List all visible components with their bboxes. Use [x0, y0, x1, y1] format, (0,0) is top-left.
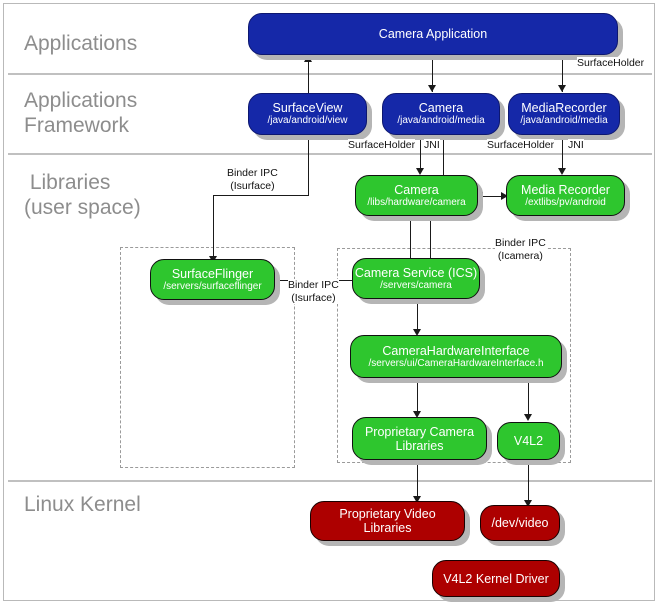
node-proprietary-camera-libraries[interactable]: Proprietary Camera Libraries [352, 417, 487, 460]
divider-applications [8, 73, 652, 75]
node-v4l2-title: V4L2 [513, 434, 544, 448]
node-surfaceview-subtitle: /java/android/view [267, 115, 348, 126]
edge-label-surfaceholder-camera: SurfaceHolder [348, 139, 416, 152]
arrowhead-down-camera-hardware-interface [413, 329, 421, 336]
node-media-recorder-lib-subtitle: /extlibs/pv/android [525, 196, 606, 208]
edge-label-surfaceholder-app-mediarecorder: SurfaceHolder [577, 57, 645, 70]
edge-camera-application-to-camera-framework [432, 56, 433, 92]
arrowhead-right-media-recorder-lib [501, 192, 508, 200]
edge-camera-lib-media-recorder-lib [480, 196, 506, 197]
node-camera-framework-title: Camera [418, 101, 464, 115]
node-camera-hardware-interface[interactable]: CameraHardwareInterface /servers/ui/Came… [350, 335, 562, 378]
node-mediarecorder-subtitle: /java/android/media [520, 115, 608, 126]
edge-camera-framework-to-camera-lib [420, 135, 421, 169]
node-proprietary-video-libraries[interactable]: Proprietary Video Libraries [310, 501, 465, 541]
node-camera-application[interactable]: Camera Application [248, 13, 618, 55]
arrowhead-down-camera-framework [428, 85, 436, 92]
diagram-frame [3, 3, 655, 601]
node-camera-lib[interactable]: Camera /libs/hardware/camera [355, 175, 478, 216]
edge-label-jni-camera: JNI [424, 139, 440, 152]
node-camera-application-title: Camera Application [378, 27, 488, 41]
node-camera-service-subtitle: /servers/camera [380, 279, 452, 291]
node-mediarecorder[interactable]: MediaRecorder /java/android/media [508, 93, 620, 135]
layer-label-applications: Applications [24, 32, 138, 55]
node-dev-video-title: /dev/video [491, 516, 549, 530]
edge-label-jni-mediarecorder: JNI [568, 139, 584, 152]
edge-v4l2-to-dev-video [528, 460, 529, 505]
arrowhead-down-mediarecorder [558, 85, 566, 92]
node-surfaceview[interactable]: SurfaceView /java/android/view [248, 93, 367, 135]
arrowhead-down-proprietary-camera-libraries [413, 411, 421, 418]
node-surfaceflinger-title: SurfaceFlinger [171, 266, 254, 281]
node-camera-hardware-interface-subtitle: /servers/ui/CameraHardwareInterface.h [368, 357, 544, 369]
edge-camera-application-to-mediarecorder [562, 56, 563, 92]
node-camera-framework-subtitle: /java/android/media [397, 115, 485, 126]
node-proprietary-camera-libraries-title: Proprietary Camera Libraries [364, 424, 475, 453]
node-camera-service[interactable]: Camera Service (ICS) /servers/camera [352, 258, 480, 299]
edge-mediarecorder-to-media-recorder-lib [562, 135, 563, 169]
node-dev-video[interactable]: /dev/video [480, 505, 560, 541]
node-camera-service-title: Camera Service (ICS) [354, 265, 478, 280]
node-camera-lib-subtitle: /libs/hardware/camera [367, 196, 466, 208]
layer-label-applications-framework: Applications Framework [24, 89, 138, 137]
node-media-recorder-lib[interactable]: Media Recorder /extlibs/pv/android [506, 175, 625, 216]
edge-camera-service-to-camera-hardware-interface [417, 294, 418, 333]
edge-camera-lib-to-camera-service [430, 216, 431, 264]
node-v4l2-kernel-driver[interactable]: V4L2 Kernel Driver [432, 560, 560, 597]
node-camera-hardware-interface-title: CameraHardwareInterface [382, 343, 530, 358]
node-mediarecorder-title: MediaRecorder [521, 101, 607, 115]
edge-camera-lib-to-camera-framework [443, 135, 444, 175]
divider-framework [8, 153, 652, 155]
node-proprietary-video-libraries-title: Proprietary Video Libraries [339, 507, 436, 535]
layer-label-linux-kernel: Linux Kernel [24, 493, 141, 516]
node-media-recorder-lib-title: Media Recorder [521, 182, 610, 197]
edge-proprietary-camera-libraries-to-proprietary-video-libraries [417, 460, 418, 501]
divider-kernel [8, 480, 652, 482]
node-surfaceview-title: SurfaceView [272, 101, 343, 115]
edge-label-binder-ipc-isurface-top: Binder IPC (Isurface) [227, 167, 278, 192]
edge-surfaceview-stub [308, 135, 309, 196]
arrowhead-down-v4l2 [524, 414, 532, 421]
edge-label-binder-ipc-isurface-service: Binder IPC (Isurface) [288, 279, 339, 304]
edge-label-surfaceholder-mediarecorder: SurfaceHolder [487, 139, 555, 152]
arrowhead-down-proprietary-video-libraries [413, 496, 421, 503]
layer-label-libraries: Libraries (user space) [24, 171, 141, 219]
node-surfaceflinger[interactable]: SurfaceFlinger /servers/surfaceflinger [150, 259, 275, 300]
node-camera-lib-title: Camera [394, 182, 439, 197]
node-camera-framework[interactable]: Camera /java/android/media [382, 93, 500, 135]
node-surfaceflinger-subtitle: /servers/surfaceflinger [163, 280, 262, 292]
arrowhead-down-media-recorder-lib [558, 168, 566, 175]
edge-camera-hardware-interface-to-v4l2 [528, 380, 529, 418]
arrowhead-down-camera-lib [416, 168, 424, 175]
edge-camera-service-to-camera-lib [410, 216, 411, 264]
edge-elbow-isurface-horizontal [213, 195, 309, 196]
arrowhead-down-dev-video [524, 500, 532, 507]
edge-camera-hardware-interface-to-proprietary-camera-libraries [417, 380, 418, 415]
edge-elbow-isurface-vertical [213, 195, 214, 257]
edge-label-binder-ipc-icamera: Binder IPC (Icamera) [495, 237, 546, 262]
node-v4l2-kernel-driver-title: V4L2 Kernel Driver [443, 571, 549, 586]
node-v4l2[interactable]: V4L2 [497, 422, 560, 460]
group-surfaceflinger-process [120, 247, 295, 468]
